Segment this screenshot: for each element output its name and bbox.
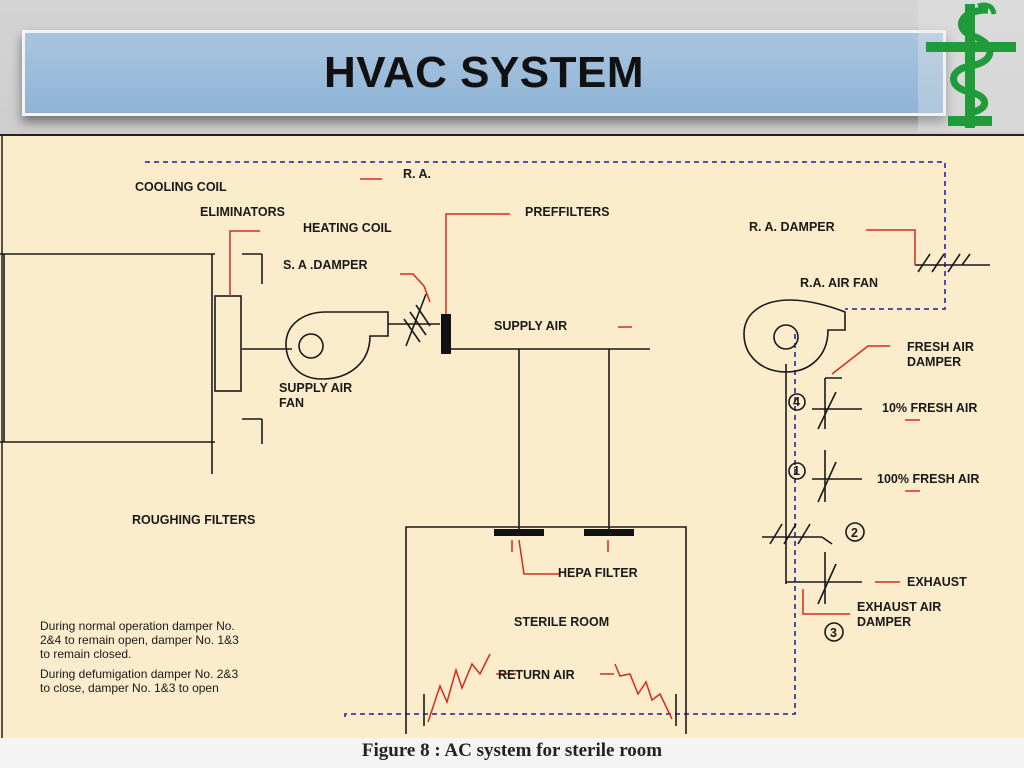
roughing-filters-label: ROUGHING FILTERS (132, 513, 255, 527)
sa-damper (403, 293, 431, 347)
heating-coil-label: HEATING COIL (303, 221, 392, 235)
operation-note-line-4: During defumigation damper No. 2&3 (40, 667, 238, 681)
slide-title: HVAC SYSTEM (323, 48, 645, 97)
figure-caption: Figure 8 : AC system for sterile room (361, 740, 663, 761)
pharmacy-caduceus-logo (918, 0, 1024, 132)
damper-2 (762, 523, 833, 545)
damper-4 (812, 377, 862, 430)
supply-air-fan-label-2: FAN (279, 396, 304, 410)
return-air-zigzag-right (614, 663, 673, 720)
hepa-filter-label: HEPA FILTER (558, 566, 638, 580)
operation-note-line-3: to remain closed. (40, 647, 131, 661)
fresh-air-100-label: 100% FRESH AIR (877, 472, 979, 486)
ra-damper-label: R. A. DAMPER (749, 220, 835, 234)
damper-3-number: 3 (830, 626, 837, 640)
prefilter (441, 314, 451, 354)
sa-damper-label: S. A .DAMPER (283, 258, 368, 272)
preffilters-label: PREFFILTERS (525, 205, 610, 219)
exhaust-air-damper-label-1: EXHAUST AIR (857, 600, 941, 614)
air-handler-housing (0, 253, 292, 474)
exhaust-air-damper-label-2: DAMPER (857, 615, 911, 629)
return-air-label: RETURN AIR (498, 668, 575, 682)
caption-band (0, 738, 1024, 768)
cooling-coil-label: COOLING COIL (135, 180, 227, 194)
return-air-bottom-duct (344, 334, 796, 717)
sterile-room (405, 526, 687, 734)
hvac-diagram: R. A. COOLING COIL ELIMINATORS HEATING C… (0, 134, 1024, 738)
operation-note-line-1: During normal operation damper No. (40, 619, 235, 633)
ra-air-fan-label: R.A. AIR FAN (800, 276, 878, 290)
return-air-zigzag-left (427, 653, 491, 723)
damper-4-number: 4 (793, 395, 800, 409)
ra-label: R. A. (403, 167, 431, 181)
operation-note-line-2: 2&4 to remain open, damper No. 1&3 (40, 633, 239, 647)
damper-2-number: 2 (851, 526, 858, 540)
damper-1-number: 1 (793, 464, 800, 478)
return-air-duct (145, 161, 946, 310)
ra-damper (915, 253, 990, 273)
sterile-room-label: STERILE ROOM (514, 615, 609, 629)
supply-air-label: SUPPLY AIR (494, 319, 567, 333)
damper-1 (812, 450, 862, 503)
fresh-air-10-label: 10% FRESH AIR (882, 401, 977, 415)
operation-note-line-5: to close, damper No. 1&3 to open (40, 681, 219, 695)
supply-air-fan-label-1: SUPPLY AIR (279, 381, 352, 395)
title-bar: HVAC SYSTEM (22, 30, 946, 116)
exhaust-label: EXHAUST (907, 575, 967, 589)
ra-air-fan (743, 299, 846, 373)
damper-3 (786, 552, 862, 605)
fresh-air-damper-label-2: DAMPER (907, 355, 961, 369)
eliminators-label: ELIMINATORS (200, 205, 285, 219)
fresh-air-damper-label-1: FRESH AIR (907, 340, 974, 354)
